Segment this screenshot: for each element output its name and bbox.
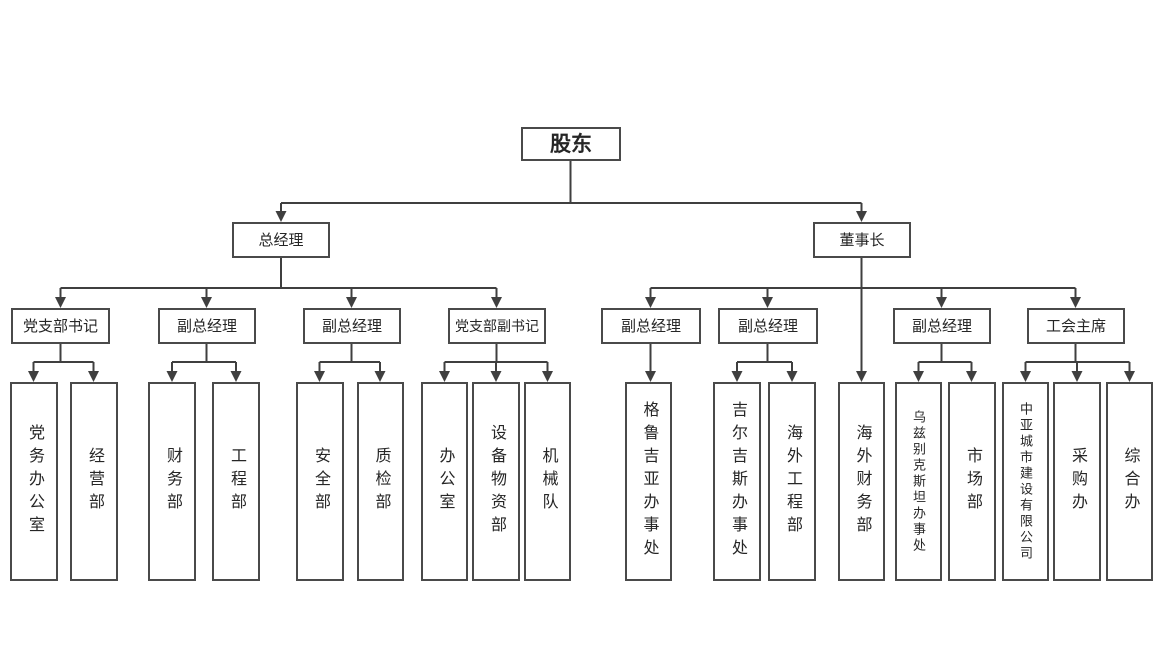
org-node-label: 乌兹别克斯坦办事处 xyxy=(911,409,926,554)
org-node-chairman[interactable]: 董事长 xyxy=(813,222,911,258)
arrowhead-icon xyxy=(786,371,798,382)
arrowhead-icon xyxy=(439,371,450,382)
arrowhead-icon xyxy=(346,297,357,308)
org-node-label: 党支部副书记 xyxy=(455,318,539,334)
org-node-label: 办公室 xyxy=(436,447,454,516)
org-node-label: 党支部书记 xyxy=(22,317,98,335)
arrowhead-icon xyxy=(1020,371,1031,382)
org-node-label: 吉尔吉斯办事处 xyxy=(729,401,746,562)
arrowhead-icon xyxy=(55,297,66,308)
org-node-deputy-gm-1[interactable]: 副总经理 xyxy=(158,308,256,344)
arrowhead-icon xyxy=(490,371,502,382)
arrowhead-icon xyxy=(645,371,656,382)
org-node-office[interactable]: 办公室 xyxy=(421,382,468,581)
org-node-uzbekistan-office[interactable]: 乌兹别克斯坦办事处 xyxy=(895,382,942,581)
org-node-machinery-team[interactable]: 机械队 xyxy=(524,382,571,581)
org-node-label: 副总经理 xyxy=(620,317,681,335)
arrowhead-icon xyxy=(88,371,99,382)
arrowhead-icon xyxy=(1070,297,1081,308)
org-node-deputy-gm-2[interactable]: 副总经理 xyxy=(303,308,401,344)
org-node-label: 海外工程部 xyxy=(784,424,801,539)
org-node-central-asia-city-construction-co[interactable]: 中亚城市建设有限公司 xyxy=(1002,382,1049,581)
arrowhead-icon xyxy=(913,371,924,382)
arrowhead-icon xyxy=(166,371,178,382)
arrowhead-icon xyxy=(966,371,977,382)
org-node-label: 经营部 xyxy=(86,447,103,516)
org-node-market-dept[interactable]: 市场部 xyxy=(948,382,996,581)
arrowhead-icon xyxy=(230,371,242,382)
org-node-party-affairs-office[interactable]: 党务办公室 xyxy=(10,382,58,581)
arrowhead-icon xyxy=(936,297,947,308)
org-node-procurement-office[interactable]: 采购办 xyxy=(1053,382,1101,581)
org-node-label: 党务办公室 xyxy=(26,424,43,539)
org-node-label: 董事长 xyxy=(839,231,885,249)
org-node-label: 副总经理 xyxy=(737,317,798,335)
org-node-quality-inspection-dept[interactable]: 质检部 xyxy=(357,382,404,581)
org-node-label: 副总经理 xyxy=(176,317,237,335)
arrowhead-icon xyxy=(1124,371,1135,382)
arrowhead-icon xyxy=(28,371,39,382)
org-node-label: 总经理 xyxy=(258,231,304,249)
org-node-label: 股东 xyxy=(550,132,592,156)
org-node-label: 安全部 xyxy=(312,447,329,516)
org-node-label: 副总经理 xyxy=(321,317,382,335)
org-node-label: 机械队 xyxy=(539,447,557,516)
org-node-union-chairman[interactable]: 工会主席 xyxy=(1027,308,1125,344)
arrowhead-icon xyxy=(542,371,553,382)
org-node-label: 工会主席 xyxy=(1045,317,1106,335)
org-node-operations-dept[interactable]: 经营部 xyxy=(70,382,118,581)
arrowhead-icon xyxy=(856,371,867,382)
arrowhead-icon xyxy=(762,297,773,308)
org-node-georgia-office[interactable]: 格鲁吉亚办事处 xyxy=(625,382,672,581)
org-node-label: 质检部 xyxy=(372,447,390,516)
arrowhead-icon xyxy=(314,371,325,382)
org-node-deputy-party-branch-secretary[interactable]: 党支部副书记 xyxy=(448,308,546,344)
arrowhead-icon xyxy=(856,211,867,222)
org-node-general-manager[interactable]: 总经理 xyxy=(232,222,330,258)
arrowhead-icon xyxy=(645,297,656,308)
org-node-label: 采购办 xyxy=(1069,447,1086,516)
org-node-label: 设备物资部 xyxy=(488,424,505,539)
org-node-label: 市场部 xyxy=(964,447,981,516)
org-node-overseas-finance-dept[interactable]: 海外财务部 xyxy=(838,382,885,581)
arrowhead-icon xyxy=(201,297,212,308)
org-node-finance-dept[interactable]: 财务部 xyxy=(148,382,196,581)
org-node-overseas-engineering-dept[interactable]: 海外工程部 xyxy=(768,382,816,581)
org-node-safety-dept[interactable]: 安全部 xyxy=(296,382,344,581)
org-node-equipment-materials-dept[interactable]: 设备物资部 xyxy=(472,382,520,581)
org-node-shareholders[interactable]: 股东 xyxy=(521,127,621,161)
org-node-label: 财务部 xyxy=(164,447,181,516)
arrowhead-icon xyxy=(731,371,743,382)
arrowhead-icon xyxy=(1071,371,1083,382)
org-node-engineering-dept[interactable]: 工程部 xyxy=(212,382,260,581)
org-node-label: 综合办 xyxy=(1121,447,1139,516)
arrowhead-icon xyxy=(275,211,287,222)
org-node-label: 中亚城市建设有限公司 xyxy=(1018,401,1033,562)
org-node-label: 副总经理 xyxy=(911,317,972,335)
arrowhead-icon xyxy=(374,371,386,382)
org-node-party-branch-secretary[interactable]: 党支部书记 xyxy=(11,308,110,344)
org-node-deputy-gm-5[interactable]: 副总经理 xyxy=(893,308,991,344)
org-node-deputy-gm-4[interactable]: 副总经理 xyxy=(718,308,818,344)
org-node-label: 海外财务部 xyxy=(853,424,871,539)
org-node-label: 工程部 xyxy=(228,447,245,516)
org-node-label: 格鲁吉亚办事处 xyxy=(640,401,658,562)
org-node-kyrgyzstan-office[interactable]: 吉尔吉斯办事处 xyxy=(713,382,761,581)
org-node-deputy-gm-3[interactable]: 副总经理 xyxy=(601,308,701,344)
arrowhead-icon xyxy=(491,297,502,308)
org-node-general-affairs-office[interactable]: 综合办 xyxy=(1106,382,1153,581)
